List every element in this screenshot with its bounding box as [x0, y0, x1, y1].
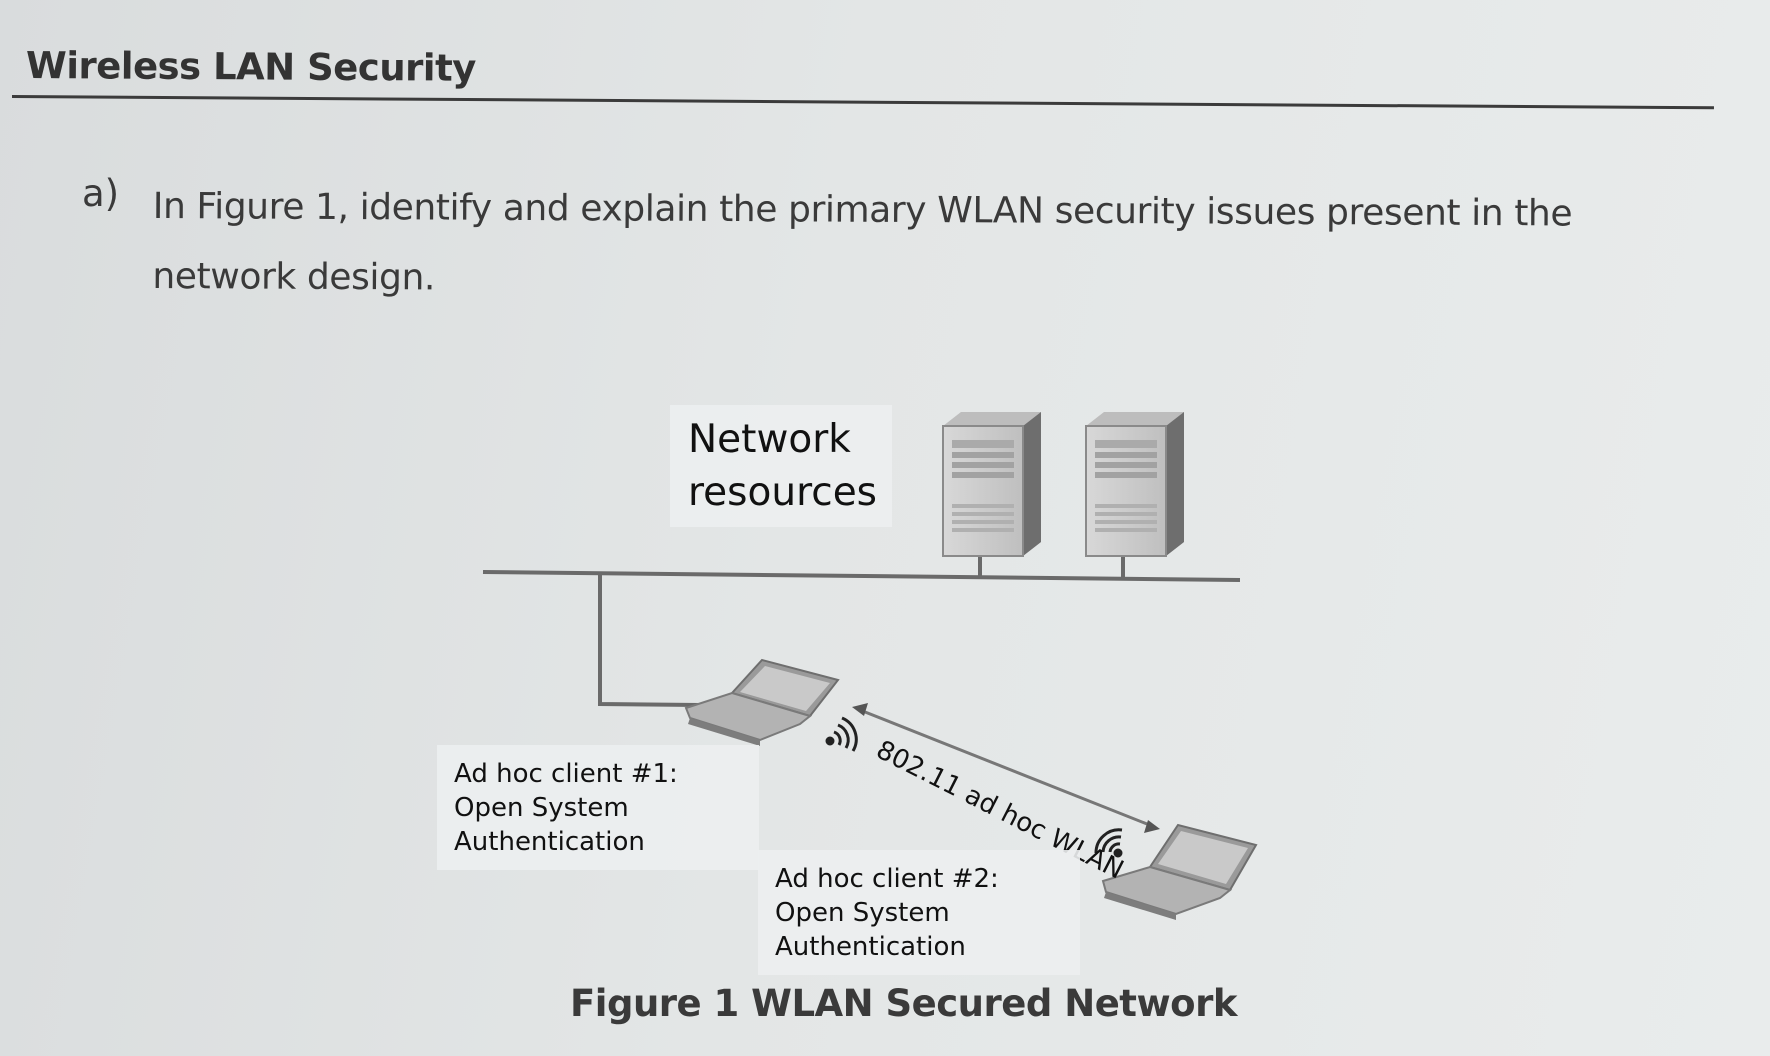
client-2-label: Ad hoc client #2: Open System Authentica… — [758, 850, 1080, 975]
laptop-icon — [1101, 823, 1258, 920]
network-resources-line-1: Network — [688, 417, 851, 462]
network-resources-label: Network resources — [670, 405, 892, 527]
server-icon — [942, 412, 1041, 557]
client-2-auth-line-1: Open System — [775, 898, 950, 928]
client-1-auth-line-2: Authentication — [454, 827, 645, 857]
question-marker: a) — [82, 172, 120, 215]
laptop-icon — [684, 658, 840, 746]
client-2-auth-line-2: Authentication — [775, 932, 966, 962]
network-resources-line-2: resources — [688, 470, 878, 515]
figure-caption: Figure 1 WLAN Secured Network — [570, 982, 1237, 1025]
wired-backbone — [482, 552, 1241, 707]
wireless-signal-icon — [825, 716, 858, 752]
server-icon — [1085, 412, 1184, 557]
wireless-link — [852, 703, 1160, 833]
client-1-auth-line-1: Open System — [454, 793, 629, 823]
client-1-title: Ad hoc client #1: — [454, 759, 678, 789]
wireless-signal-icon — [1094, 828, 1123, 858]
client-1-label: Ad hoc client #1: Open System Authentica… — [437, 745, 759, 870]
client-2-title: Ad hoc client #2: — [775, 864, 999, 894]
